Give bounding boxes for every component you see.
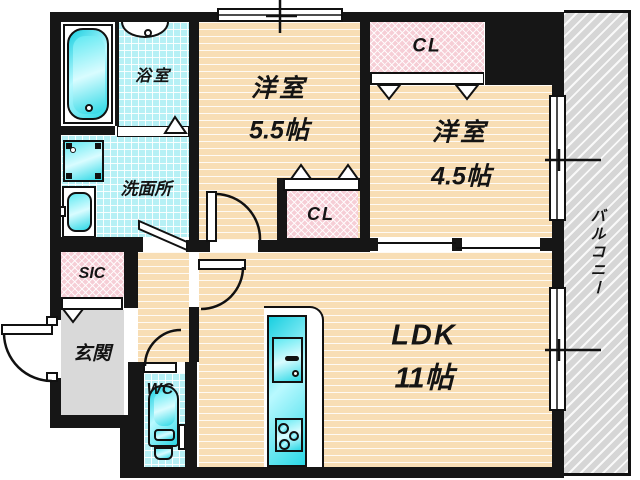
hallway-floor bbox=[138, 252, 189, 362]
ldk-floor bbox=[199, 252, 552, 467]
window-balcony-2 bbox=[549, 287, 566, 411]
burner bbox=[279, 439, 290, 450]
wall-bottom bbox=[120, 467, 564, 478]
balcony-floor bbox=[564, 10, 631, 476]
label-western45-size: 4.5帖 bbox=[431, 162, 491, 191]
partition-bracket bbox=[452, 238, 462, 251]
burner bbox=[278, 423, 289, 434]
bathtub bbox=[67, 28, 109, 120]
entry-door-leaf bbox=[1, 324, 53, 335]
closet-top-folding-door bbox=[370, 72, 484, 85]
opening-entry-door bbox=[50, 320, 61, 378]
wall-mid-vertical-2 bbox=[189, 307, 199, 362]
label-western45: 洋室 bbox=[431, 118, 489, 147]
wall-sic-hall bbox=[124, 237, 138, 308]
opening-hall-ldk bbox=[189, 252, 199, 307]
bath-faucet-dot bbox=[144, 29, 152, 37]
entry-door-arc bbox=[2, 333, 53, 383]
closet-mid-folding-door bbox=[283, 178, 360, 191]
label-western55-size: 5.5帖 bbox=[249, 116, 309, 145]
entry-door-jamb bbox=[46, 372, 58, 382]
wall-left-upper bbox=[50, 12, 61, 320]
washing-machine-pan bbox=[63, 140, 104, 182]
sic-folding-door bbox=[61, 297, 123, 310]
toilet-seat bbox=[154, 429, 175, 441]
bath-door-strip bbox=[117, 126, 189, 137]
western-room-4-5-floor bbox=[370, 85, 552, 237]
opening-hall-western55 bbox=[210, 240, 258, 252]
label-balcony: バルコニー bbox=[588, 208, 606, 298]
label-washroom: 洗面所 bbox=[120, 179, 172, 199]
wc-door-strip bbox=[143, 362, 177, 373]
kitchen-sink bbox=[272, 337, 303, 383]
closet-mid-floor bbox=[287, 191, 358, 238]
kitchen-stove bbox=[275, 418, 303, 452]
label-bath: 浴室 bbox=[134, 68, 172, 85]
wall-washroom-bottom-right bbox=[186, 240, 210, 252]
opening-entrance-hall bbox=[124, 308, 138, 362]
partition-bracket bbox=[368, 238, 378, 251]
wall-top-right-block bbox=[485, 12, 564, 85]
closet-top-floor bbox=[370, 22, 484, 72]
window-top bbox=[217, 8, 343, 22]
wall-entrance-bottom bbox=[50, 415, 138, 428]
entrance-floor bbox=[61, 310, 124, 415]
label-ldk: LDK bbox=[391, 319, 457, 352]
wall-bath-washroom bbox=[61, 126, 115, 135]
burner bbox=[289, 431, 299, 441]
vanity-unit bbox=[62, 186, 96, 238]
bathtub-drain bbox=[85, 104, 93, 112]
window-balcony-1 bbox=[549, 95, 566, 221]
wall-right-1 bbox=[552, 12, 564, 95]
wall-room-divider-55-45 bbox=[360, 12, 370, 252]
wall-mid-vertical bbox=[189, 22, 199, 252]
wall-washroom-bottom-left bbox=[50, 237, 143, 252]
label-ldk-size: 11帖 bbox=[394, 362, 454, 395]
bath-room-floor bbox=[117, 22, 189, 126]
wall-left-lower bbox=[50, 378, 61, 428]
toilet-tank bbox=[148, 385, 179, 447]
wall-closet-mid-left bbox=[277, 178, 287, 240]
wall-right-3 bbox=[552, 411, 564, 478]
label-shoe-closet: SIC bbox=[78, 265, 106, 282]
wall-hall-55-segment bbox=[258, 240, 283, 252]
kitchen-faucet bbox=[285, 356, 299, 361]
label-closet-mid: CL bbox=[307, 204, 335, 224]
label-entrance: 玄関 bbox=[72, 343, 112, 365]
toilet-base bbox=[154, 447, 173, 460]
opening-washroom-door bbox=[143, 240, 186, 252]
label-wc: WC bbox=[146, 381, 174, 398]
label-western55: 洋室 bbox=[250, 74, 308, 103]
label-closet-top: CL bbox=[412, 35, 442, 57]
partition-bracket bbox=[540, 238, 552, 251]
wall-closet-mid-bottom bbox=[283, 238, 370, 252]
wall-wc-left bbox=[128, 362, 144, 467]
shoe-closet-floor bbox=[61, 252, 124, 297]
wall-right-2 bbox=[552, 221, 564, 287]
wall-wc-right bbox=[185, 362, 197, 467]
entry-door-jamb bbox=[46, 316, 58, 326]
vanity-bowl bbox=[67, 192, 92, 232]
wall-tub-divider bbox=[115, 22, 119, 126]
